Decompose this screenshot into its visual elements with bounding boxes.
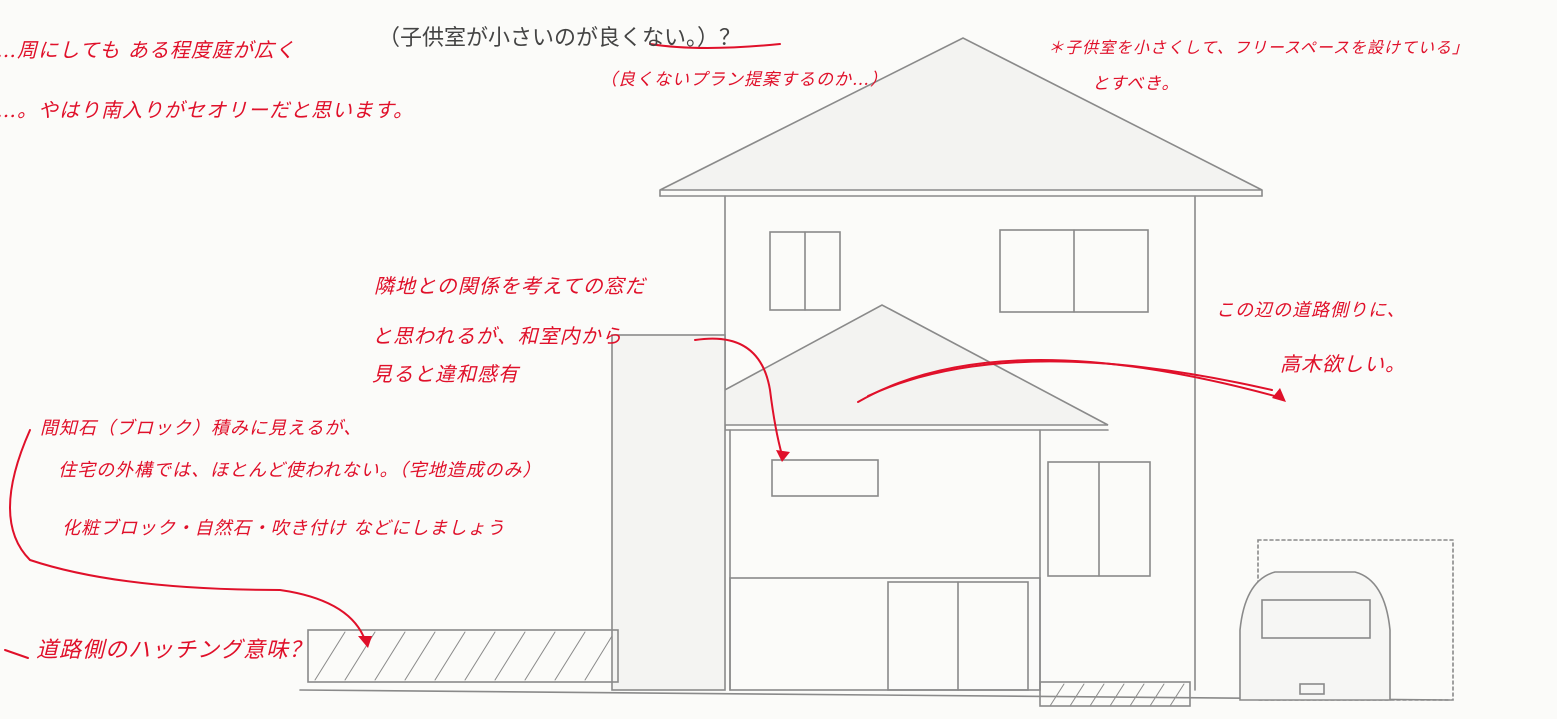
- side-annex: [611, 334, 726, 691]
- small-window: [771, 459, 879, 497]
- arrowhead-tree: [1272, 388, 1286, 402]
- arrowhead-window: [776, 450, 790, 462]
- underline-caption: [649, 43, 781, 49]
- note-mid-3: 見ると違和感有: [372, 362, 519, 386]
- arrow-to-retaining-wall: [9, 429, 366, 641]
- note-left-top-1: …周にしても ある程度庭が広く: [0, 38, 296, 62]
- note-left-mid-1: 間知石（ブロック）積みに見えるが、: [40, 418, 363, 439]
- retaining-wall: [307, 629, 619, 683]
- printed-caption: （子供室が小さいのが良くない。）？: [378, 26, 742, 51]
- note-right-top-1: ＊子供室を小さくして、フリースペースを設けている」: [1048, 38, 1470, 57]
- note-bottom-left: 道路側のハッチング意味？: [36, 638, 313, 663]
- lower-roof: [659, 304, 1109, 426]
- note-left-mid-3: 化粧ブロック・自然石・吹き付け などにしましょう: [62, 518, 506, 539]
- arrowhead-wall: [358, 636, 372, 648]
- note-left-top-2: …。やはり南入りがセオリーだと思います。: [0, 98, 414, 122]
- car: [1239, 571, 1391, 701]
- note-left-mid-2: 住宅の外構では、ほとんど使われない。（宅地造成のみ）: [58, 460, 542, 481]
- bottom-left-stroke: [4, 649, 29, 659]
- driveway-hatch: [1039, 681, 1191, 707]
- note-mid-1: 隣地との関係を考えての窓だ: [374, 274, 646, 298]
- note-right-top-2: とすべき。: [1092, 74, 1180, 94]
- upper-roof: [659, 37, 1263, 191]
- note-center-top: （良くないプラン提案するのか…）: [600, 70, 888, 90]
- note-mid-2: と思われるが、和室内から: [372, 324, 623, 348]
- arrow-to-window: [694, 337, 783, 456]
- note-right-mid-2: 高木欲しい。: [1280, 352, 1406, 376]
- note-right-mid-1: この辺の道路側りに、: [1216, 300, 1406, 321]
- ground-floor-base: [729, 577, 1041, 691]
